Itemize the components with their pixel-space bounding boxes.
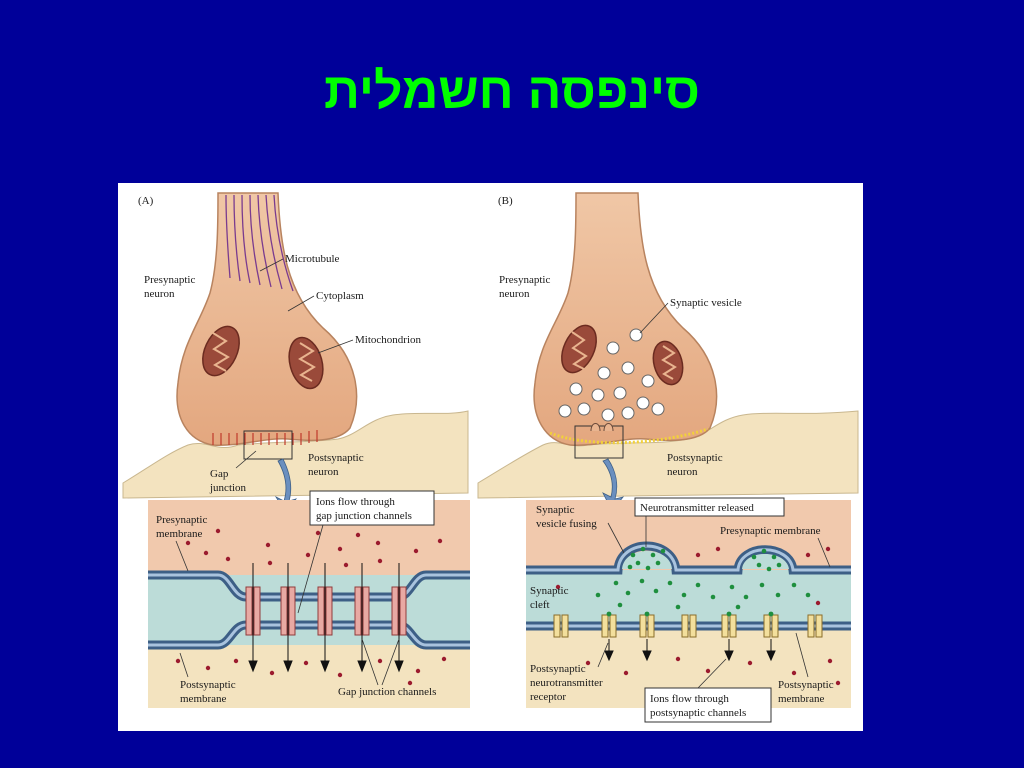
panel-b-postsynaptic-neuron-label-1: Postsynaptic <box>667 452 723 464</box>
panel-b-zoom-panel: Synaptic vesicle fusing Neurotransmitter… <box>526 497 851 723</box>
synapse-figure: (A) Presynaptic neuron Microtubule Cytop… <box>118 183 863 731</box>
panel-a-postsynaptic-neuron-label-2: neuron <box>308 466 339 478</box>
panel-b-synaptic-vesicles <box>558 328 665 422</box>
panel-a-presynaptic-neuron-label-2: neuron <box>144 288 175 300</box>
panel-b-neurotransmitter-callout: Neurotransmitter released <box>634 497 785 547</box>
slide-title: סינפסה חשמלית <box>324 63 700 119</box>
panel-b-ions-flow-label-2: postsynaptic channels <box>650 707 746 719</box>
panel-b-ions-flow-label-1: Ions flow through <box>650 693 729 705</box>
panel-a-postsynaptic-membrane-label-2: membrane <box>180 693 227 705</box>
panel-b-bound-neurotransmitter <box>606 611 774 617</box>
panel-a-mitochondrion-left <box>202 325 240 377</box>
panel-b-vesicle-fusing-label-2: vesicle fusing <box>536 518 597 530</box>
panel-a-mitochondrion-label: Mitochondrion <box>355 334 421 346</box>
panel-b-vesicle-fusing-label-1: Synaptic <box>536 504 575 516</box>
panel-a-ion-flow-arrows <box>248 563 404 673</box>
panel-a-zoom-panel: Presynaptic membrane Ions flow through g… <box>148 490 470 708</box>
panel-a-presynaptic-terminal <box>176 192 358 447</box>
panel-b-synaptic-cleft-label-1: Synaptic <box>530 585 569 597</box>
panel-b-upper: (B) Presynaptic neuron Synaptic vesicle … <box>477 192 859 512</box>
panel-a-gap-junction-label-1: Gap <box>210 468 229 480</box>
panel-a-upper: (A) Presynaptic neuron Microtubule Cytop… <box>122 192 469 514</box>
panel-b-neurotransmitters <box>595 546 811 610</box>
synapse-diagram: (A) Presynaptic neuron Microtubule Cytop… <box>122 192 859 723</box>
panel-b-postsynaptic-neuron-shape <box>477 410 859 499</box>
panel-a-postsynaptic-membrane-label-1: Postsynaptic <box>180 679 236 691</box>
panel-a-presynaptic-membrane-label-2: membrane <box>156 528 203 540</box>
panel-a-cytoplasm-label: Cytoplasm <box>316 290 364 302</box>
panel-a-microtubules <box>225 194 294 292</box>
panel-b-receptors <box>553 614 823 638</box>
panel-a-gap-junction-channels <box>245 586 407 636</box>
panel-b-ions <box>555 546 841 686</box>
panel-b-ion-flow-arrows <box>604 639 776 662</box>
panel-b-mitochondrion-left <box>561 324 597 374</box>
panel-a-ions-flow-label-2: gap junction channels <box>316 510 412 522</box>
panel-a-gap-junction-label-2: junction <box>209 482 247 494</box>
panel-a-ions <box>175 528 447 686</box>
panel-b-presynaptic-neuron-label-1: Presynaptic <box>499 274 550 286</box>
panel-a-postsynaptic-neuron-label-1: Postsynaptic <box>308 452 364 464</box>
panel-b-receptor-label-1: Postsynaptic <box>530 663 586 675</box>
panel-b-receptor-label-2: neurotransmitter <box>530 677 603 689</box>
panel-a-ions-flow-label-1: Ions flow through <box>316 496 395 508</box>
panel-a-presynaptic-membrane-label-1: Presynaptic <box>156 514 207 526</box>
panel-b-synaptic-cleft-label-2: cleft <box>530 599 550 611</box>
panel-b-presynaptic-neuron-label-2: neuron <box>499 288 530 300</box>
panel-a-mitochondrion-right <box>288 336 324 390</box>
panel-b-postsynaptic-neuron-label-2: neuron <box>667 466 698 478</box>
panel-b-postsynaptic-membrane-label-1: Postsynaptic <box>778 679 834 691</box>
panel-b-active-zone <box>549 427 709 445</box>
panel-a-gap-junction-channels-label: Gap junction channels <box>338 686 436 698</box>
panel-b-synaptic-vesicle-label: Synaptic vesicle <box>670 297 742 309</box>
panel-b-neurotransmitter-released-label: Neurotransmitter released <box>640 502 754 514</box>
panel-b-presynaptic-membrane-label: Presynaptic membrane <box>720 525 821 537</box>
panel-b-postsynaptic-membrane-label-2: membrane <box>778 693 825 705</box>
panel-a-letter: (A) <box>138 195 154 207</box>
panel-b-receptor-label-3: receptor <box>530 691 566 703</box>
panel-b-ions-flow-callout: Ions flow through postsynaptic channels <box>644 658 772 723</box>
panel-a-microtubule-label: Microtubule <box>285 253 339 265</box>
panel-a-presynaptic-neuron-label-1: Presynaptic <box>144 274 195 286</box>
panel-a-zoom-box <box>243 430 293 460</box>
panel-a-ions-flow-callout: Ions flow through gap junction channels <box>297 490 435 614</box>
panel-a-gap-junction-ticks <box>212 430 318 445</box>
panel-b-mitochondrion-right <box>652 340 684 386</box>
panel-b-letter: (B) <box>498 195 513 207</box>
